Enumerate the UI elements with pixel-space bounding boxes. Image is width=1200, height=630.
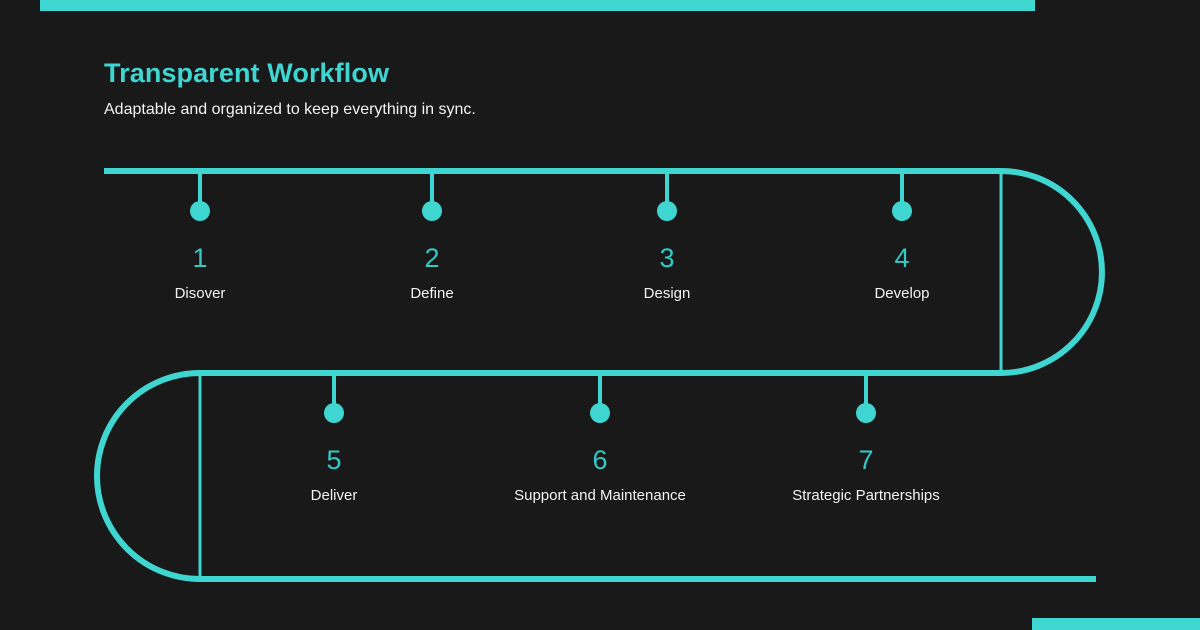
node-number: 5 [326,445,342,475]
node-dot [590,403,610,423]
node-label: Define [410,285,454,302]
node-label: Strategic Partnerships [792,487,940,504]
node-number: 6 [592,445,608,475]
node-stem [332,373,336,406]
node-stem [430,171,434,204]
node-stem [198,171,202,204]
node-stem [864,373,868,406]
node-dot [657,201,677,221]
node-label: Deliver [310,487,358,504]
node-label: Disover [174,285,226,302]
node-number: 2 [424,243,440,273]
node-stem [900,171,904,204]
node-number: 4 [894,243,910,273]
node-dot [422,201,442,221]
track-curve-left [94,370,201,582]
node-label: Design [643,285,691,302]
node-number: 7 [858,445,874,475]
node-dot [892,201,912,221]
page-subtitle: Adaptable and organized to keep everythi… [104,101,476,118]
node-dot [190,201,210,221]
page-title: Transparent Workflow [104,58,390,88]
node-label: Develop [874,285,930,302]
node-dot [324,403,344,423]
node-stem [665,171,669,204]
header: Transparent Workflow Adaptable and organ… [104,56,804,121]
node-stem [598,373,602,406]
bottom-accent-bar [1032,618,1200,630]
node-label: Support and Maintenance [514,487,686,504]
top-accent-bar [40,0,1035,11]
node-number: 1 [192,243,208,273]
track-curve-right [1000,168,1105,376]
node-number: 3 [659,243,675,273]
node-dot [856,403,876,423]
